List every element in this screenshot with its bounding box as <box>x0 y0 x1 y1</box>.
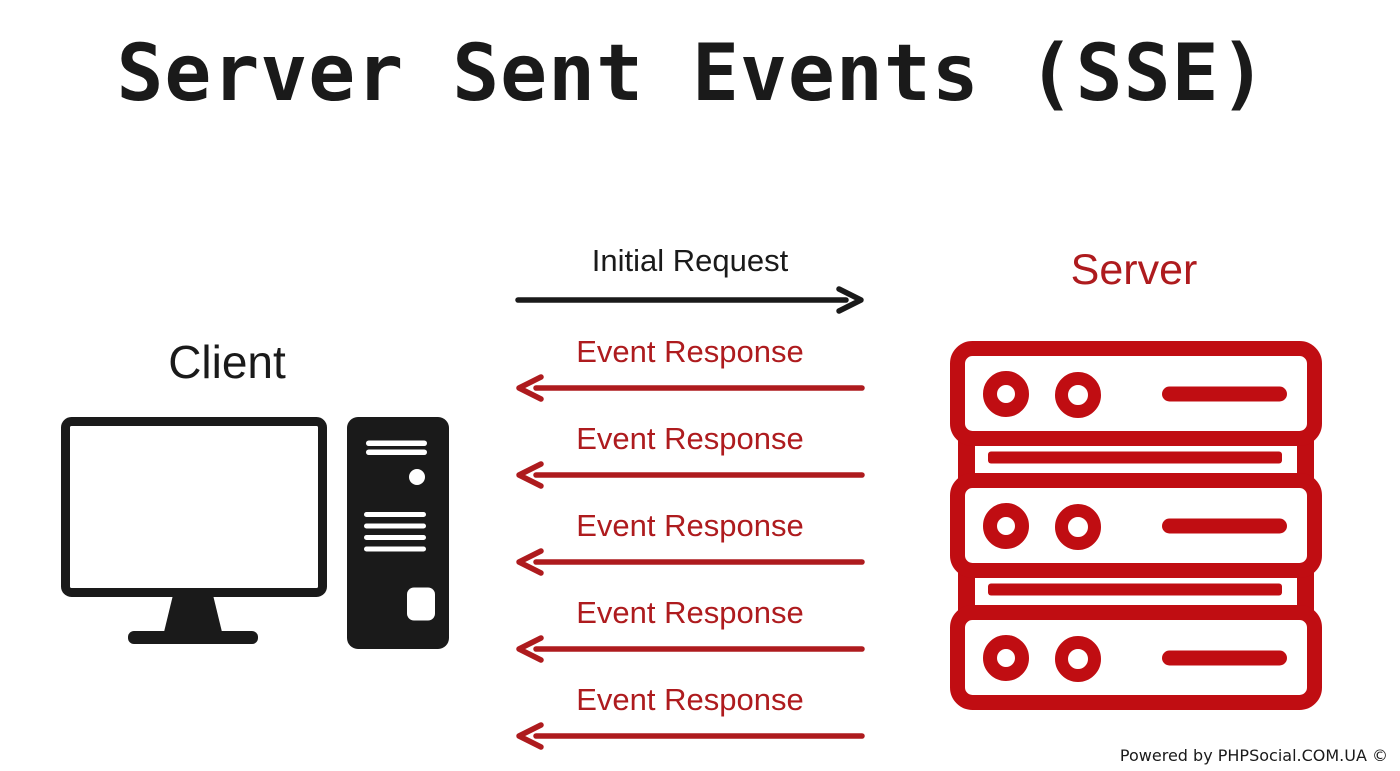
client-computer-icon <box>61 417 449 649</box>
server-rack-icon <box>950 341 1322 710</box>
event-response-arrow-icon <box>516 461 865 489</box>
event-response-label: Event Response <box>576 334 804 369</box>
event-response-label: Event Response <box>576 421 804 456</box>
initial-request-arrow-icon <box>515 286 864 314</box>
event-response-arrow-icon <box>516 635 865 663</box>
client-label: Client <box>168 336 286 388</box>
event-response-label: Event Response <box>576 595 804 630</box>
event-response-label: Event Response <box>576 508 804 543</box>
event-response-arrow-icon <box>516 374 865 402</box>
event-response-arrow-icon <box>516 548 865 576</box>
server-label: Server <box>1070 246 1198 294</box>
event-response-arrow-icon <box>516 722 865 750</box>
event-response-label: Event Response <box>576 682 804 717</box>
initial-request-label: Initial Request <box>591 243 789 278</box>
footer-credit: Powered by PHPSocial.COM.UA © <box>1119 746 1388 765</box>
page-title: Server Sent Events (SSE) <box>116 29 1268 119</box>
